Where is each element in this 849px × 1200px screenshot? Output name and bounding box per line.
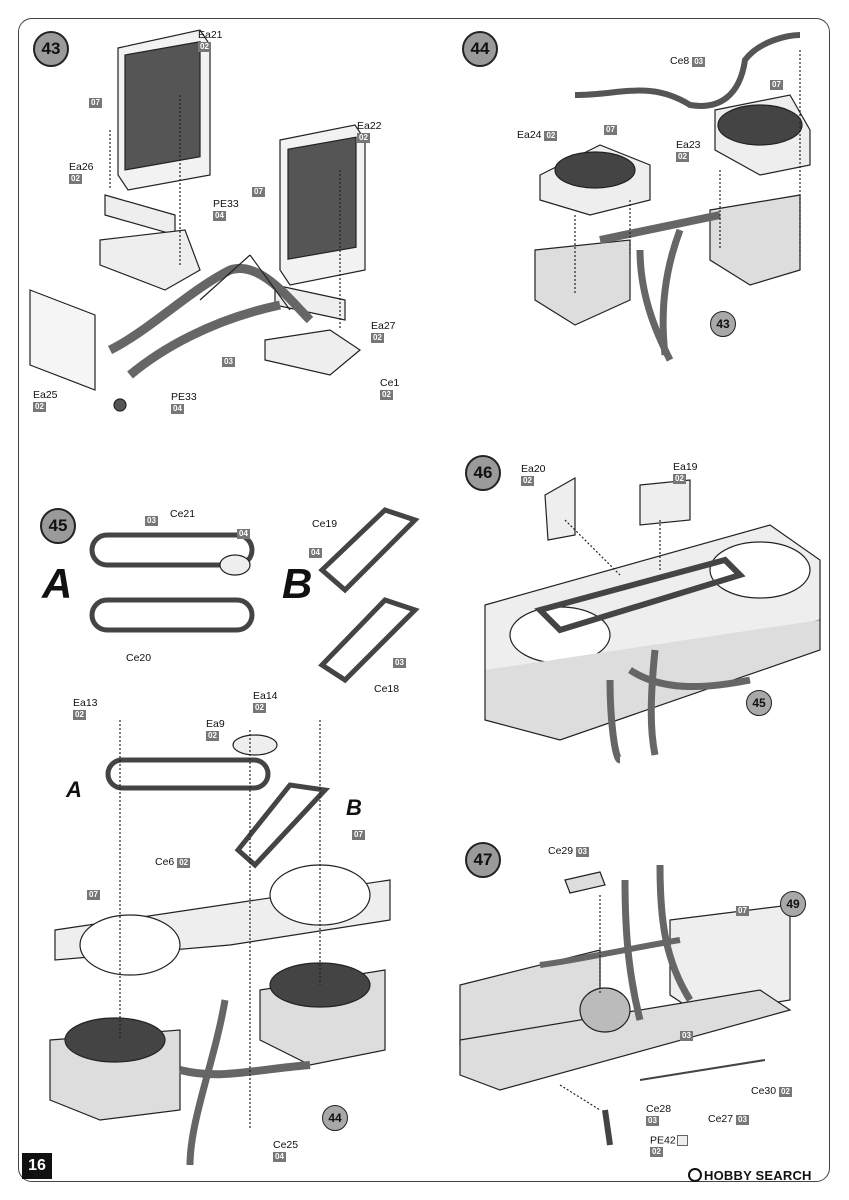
part-label-ce19: Ce19 — [312, 518, 338, 530]
sprue-tag: 04 — [309, 548, 322, 558]
step43-drawing — [29, 29, 366, 412]
sprue-tag: 03 — [222, 357, 235, 367]
step47-drawing — [459, 864, 792, 1146]
photo-etch-icon — [676, 1135, 688, 1146]
step45-drawing — [49, 507, 420, 1166]
variant-b-large: B — [282, 560, 313, 607]
step-number-47: 47 — [465, 842, 501, 878]
sprue-tag: 03 — [393, 658, 406, 668]
sprue-tag: 07 — [89, 98, 102, 108]
step-number-44: 44 — [462, 31, 498, 67]
sprue-tag: 03 — [680, 1031, 693, 1041]
part-label-ce20: Ce20 — [126, 652, 152, 664]
part-label-ce27: Ce27 03 — [708, 1113, 749, 1125]
part-label-ce29: Ce29 03 — [548, 845, 589, 857]
variant-a-large: A — [42, 560, 73, 607]
sprue-tag: 07 — [736, 906, 749, 916]
sprue-tag: 04 — [237, 529, 250, 539]
page-frame — [18, 18, 830, 1182]
part-label-ce6: Ce6 02 — [155, 856, 191, 868]
ref-step-44: 44 — [322, 1105, 348, 1131]
watermark: HOBBY SEARCH — [688, 1168, 812, 1183]
part-label-ce8: Ce8 03 — [670, 55, 706, 67]
variant-b-small: B — [346, 795, 362, 820]
part-label-ce30: Ce30 02 — [751, 1085, 792, 1097]
sprue-tag: 07 — [770, 80, 783, 90]
sprue-tag: 07 — [352, 830, 365, 840]
sprue-tag: 03 — [145, 516, 158, 526]
part-label-ce21: Ce21 — [170, 508, 196, 520]
ref-step-49: 49 — [780, 891, 806, 917]
part-label-ea24: Ea24 02 — [517, 129, 558, 141]
ref-step-43: 43 — [710, 311, 736, 337]
sprue-tag: 07 — [604, 125, 617, 135]
sprue-tag: 07 — [252, 187, 265, 197]
page-number: 16 — [22, 1153, 52, 1179]
step-number-45: 45 — [40, 508, 76, 544]
step46-drawing — [484, 476, 821, 764]
variant-a-small: A — [66, 777, 82, 802]
step-number-46: 46 — [465, 455, 501, 491]
ref-step-45: 45 — [746, 690, 772, 716]
step-number-43: 43 — [33, 31, 69, 67]
part-label-ce18: Ce18 — [374, 683, 400, 695]
sprue-tag: 07 — [87, 890, 100, 900]
step44-drawing — [534, 32, 811, 362]
watermark-logo-icon — [688, 1168, 702, 1182]
